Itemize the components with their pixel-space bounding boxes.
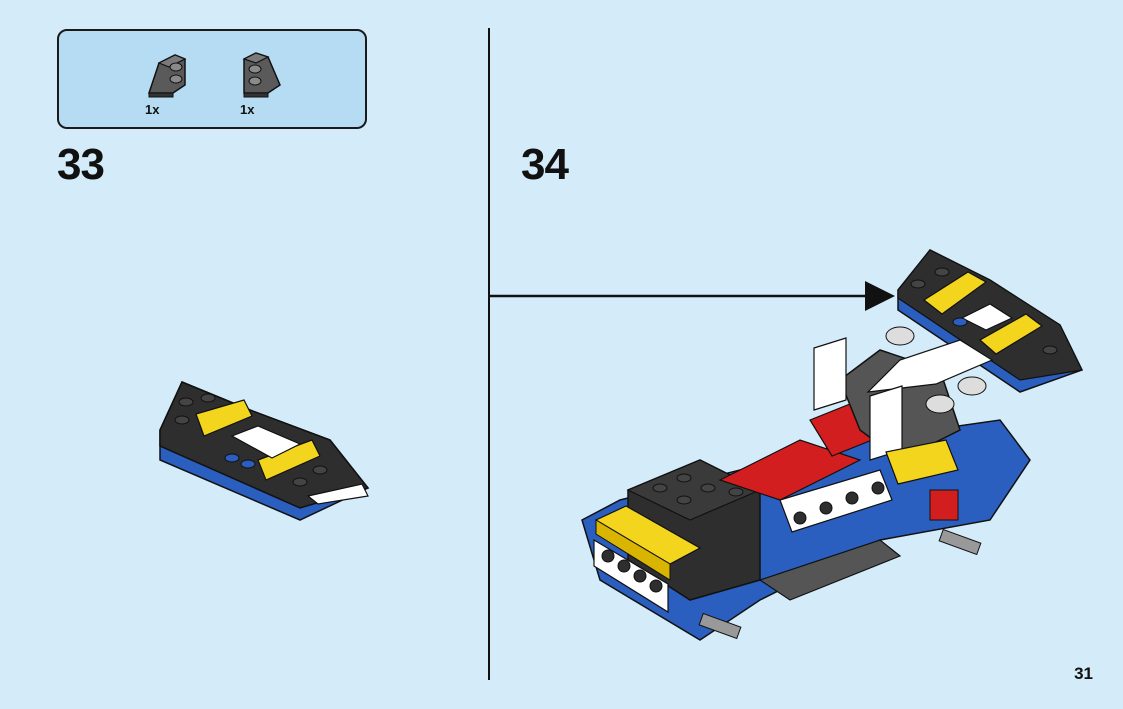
- page-number: 31: [1074, 664, 1093, 683]
- parts-callout: 1x 1x: [57, 29, 367, 129]
- step-number: 34: [521, 140, 569, 189]
- step-number: 33: [57, 140, 105, 189]
- part-quantity: 1x: [240, 102, 255, 117]
- part-quantity: 1x: [145, 102, 160, 117]
- part-item: 1x: [145, 45, 205, 117]
- part-item: 1x: [240, 45, 300, 117]
- wedge-plate-right-dark-gray-icon: [242, 52, 281, 98]
- wing-subassembly-illustration: [159, 381, 370, 521]
- car-model-illustration: [581, 326, 1031, 641]
- step-divider: [488, 28, 490, 680]
- wing-attach-illustration: [897, 249, 1084, 393]
- wedge-plate-left-dark-gray-icon: [147, 54, 187, 98]
